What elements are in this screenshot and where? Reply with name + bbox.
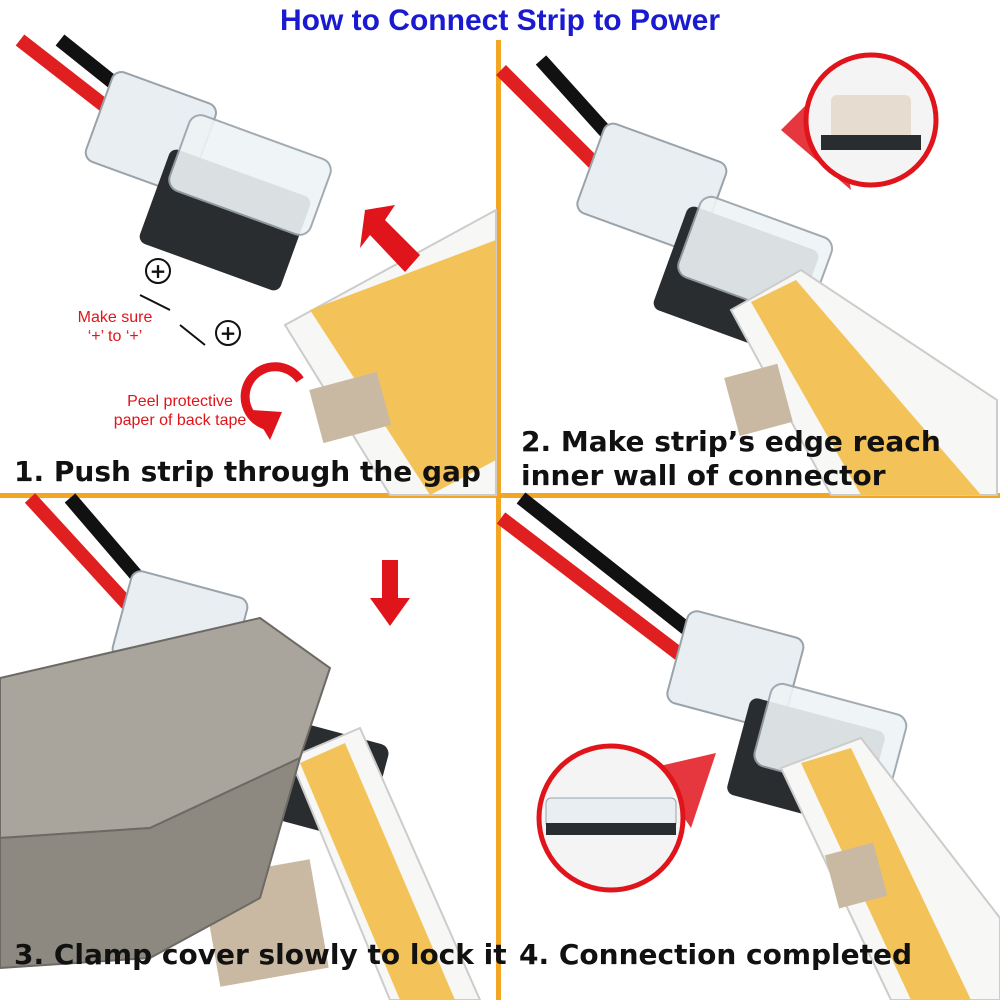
peel-note-line2: paper of back tape bbox=[113, 412, 247, 429]
peel-note: Peel protective paper of back tape bbox=[95, 392, 265, 430]
step-4-panel: 4. Connection completed bbox=[496, 492, 1000, 1000]
peel-note-line1: Peel protective bbox=[127, 393, 233, 410]
step-3-illustration bbox=[0, 493, 482, 1000]
vertical-divider bbox=[496, 40, 501, 1000]
step-2-panel: 2. Make strip’s edge reach inner wall of… bbox=[496, 40, 998, 496]
step-2-illustration bbox=[496, 52, 998, 496]
step-3-caption: 3. Clamp cover slowly to lock it bbox=[14, 938, 507, 971]
step-1-caption: 1. Push strip through the gap bbox=[14, 455, 481, 488]
polarity-note: Make sure ‘+’ to ‘+’ bbox=[55, 308, 175, 346]
polarity-note-line2: ‘+’ to ‘+’ bbox=[87, 328, 143, 345]
red-arrow-icon bbox=[360, 205, 420, 272]
horizontal-divider bbox=[0, 493, 1000, 498]
step-4-caption: 4. Connection completed bbox=[519, 938, 913, 971]
step-1-illustration bbox=[15, 34, 497, 496]
step-2-caption-line1: 2. Make strip’s edge reach bbox=[521, 425, 941, 458]
page-title: How to Connect Strip to Power bbox=[280, 4, 720, 37]
polarity-note-line1: Make sure bbox=[77, 309, 153, 326]
step-3-panel: 3. Clamp cover slowly to lock it bbox=[0, 493, 507, 1000]
step-2-caption: 2. Make strip’s edge reach inner wall of… bbox=[521, 425, 941, 493]
down-arrow-icon bbox=[370, 560, 410, 626]
plus-sign-icon: + bbox=[215, 320, 241, 346]
curved-arrow-icon bbox=[240, 362, 304, 440]
step-2-caption-line2: inner wall of connector bbox=[521, 459, 886, 492]
step-4-illustration bbox=[496, 492, 1000, 1000]
step-1-panel: + + Make sure ‘+’ to ‘+’ Peel protective… bbox=[0, 34, 497, 496]
plus-sign-icon: + bbox=[145, 258, 171, 284]
